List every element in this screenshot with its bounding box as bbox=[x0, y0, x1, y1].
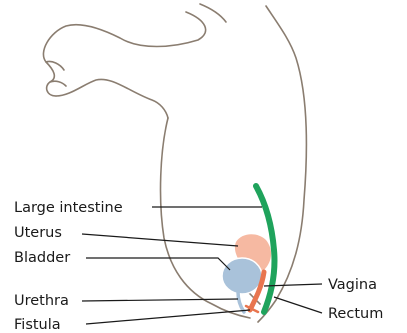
label-vagina: Vagina bbox=[328, 277, 377, 293]
label-fistula: Fistula bbox=[14, 317, 61, 333]
organs bbox=[222, 186, 275, 312]
label-rectum: Rectum bbox=[328, 306, 383, 322]
arm-upper-outline bbox=[43, 12, 205, 96]
label-urethra: Urethra bbox=[14, 293, 69, 309]
urethra-shape bbox=[238, 292, 244, 312]
body-outline bbox=[43, 4, 306, 322]
leader-rectum bbox=[274, 297, 322, 313]
leader-urethra bbox=[82, 299, 238, 301]
leader-lines bbox=[82, 207, 322, 324]
bladder-shape bbox=[222, 258, 262, 294]
labels: Large intestine Uterus Bladder Urethra F… bbox=[14, 200, 383, 333]
label-uterus: Uterus bbox=[14, 225, 62, 241]
label-large-intestine: Large intestine bbox=[14, 200, 123, 216]
leader-bladder bbox=[86, 258, 230, 270]
leader-fistula bbox=[86, 310, 250, 324]
shoulder-outline bbox=[200, 4, 226, 22]
arm-lower-outline bbox=[56, 79, 168, 118]
leader-uterus bbox=[82, 234, 238, 246]
label-bladder: Bladder bbox=[14, 250, 70, 266]
